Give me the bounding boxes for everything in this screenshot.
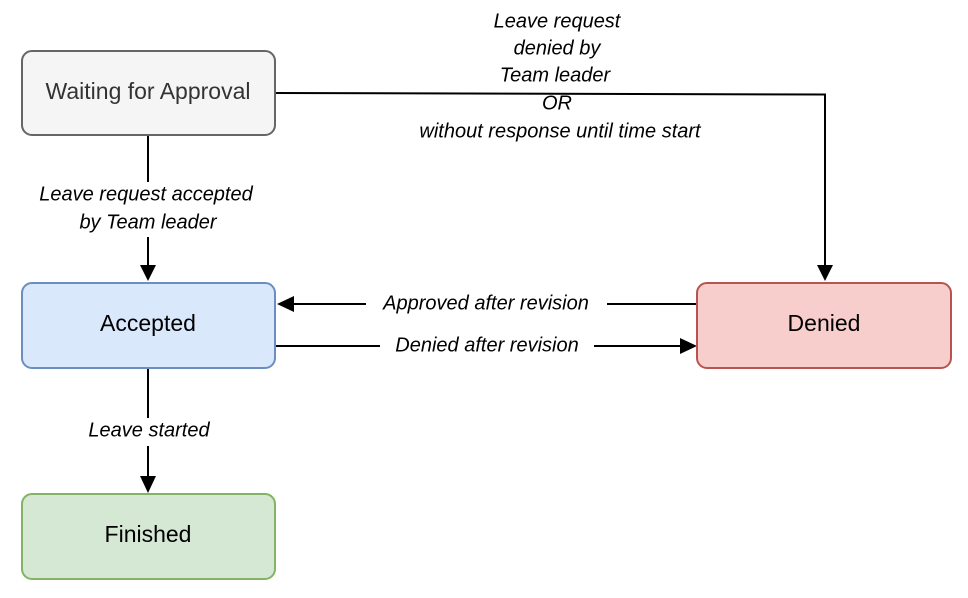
node-waiting-box (21, 50, 276, 136)
edge-waiting-to-denied-line (274, 92, 826, 266)
node-finished-label: Finished (105, 521, 192, 547)
edge-label-line: Team leader (500, 64, 612, 86)
node-waiting-label: Waiting for Approval (46, 78, 251, 104)
edge-label-approved-after-revision: Approved after revision (382, 292, 589, 314)
edge-label-line: Leave request (494, 10, 622, 32)
edge-label-line: by Team leader (79, 211, 217, 233)
edge-label-waiting-to-denied: Leave request denied by Team leader OR w… (419, 10, 702, 142)
arrowhead-finished-top (140, 476, 156, 493)
arrowhead-denied-left (680, 338, 697, 354)
arrowhead-accepted-top (140, 265, 156, 281)
edge-label-waiting-to-accepted: Leave request accepted by Team leader (39, 183, 253, 233)
node-waiting-for-approval[interactable]: Waiting for Approval (21, 50, 276, 136)
node-accepted[interactable]: Accepted (21, 282, 276, 369)
edge-label-denied-after-revision: Denied after revision (395, 334, 578, 356)
node-accepted-box (21, 282, 276, 369)
edge-label-line: Leave request accepted (39, 183, 253, 205)
arrowhead-denied-top (817, 265, 833, 281)
arrowhead-accepted-right (277, 296, 294, 312)
edge-waiting-to-accepted (140, 135, 156, 281)
edge-label-leave-started: Leave started (88, 419, 210, 441)
node-finished-box (21, 493, 276, 580)
node-denied-label: Denied (788, 310, 861, 336)
node-accepted-label: Accepted (100, 310, 196, 336)
edge-accepted-to-finished (140, 368, 156, 493)
edge-denied-to-accepted (277, 296, 697, 312)
edge-accepted-to-denied (275, 338, 697, 354)
edge-waiting-to-denied (274, 92, 833, 281)
edge-label-line: without response until time start (419, 120, 702, 142)
node-denied-box (696, 282, 952, 369)
node-denied[interactable]: Denied (696, 282, 952, 369)
edge-label-line: OR (542, 92, 572, 114)
edge-label-line: denied by (514, 37, 602, 59)
node-finished[interactable]: Finished (21, 493, 276, 580)
